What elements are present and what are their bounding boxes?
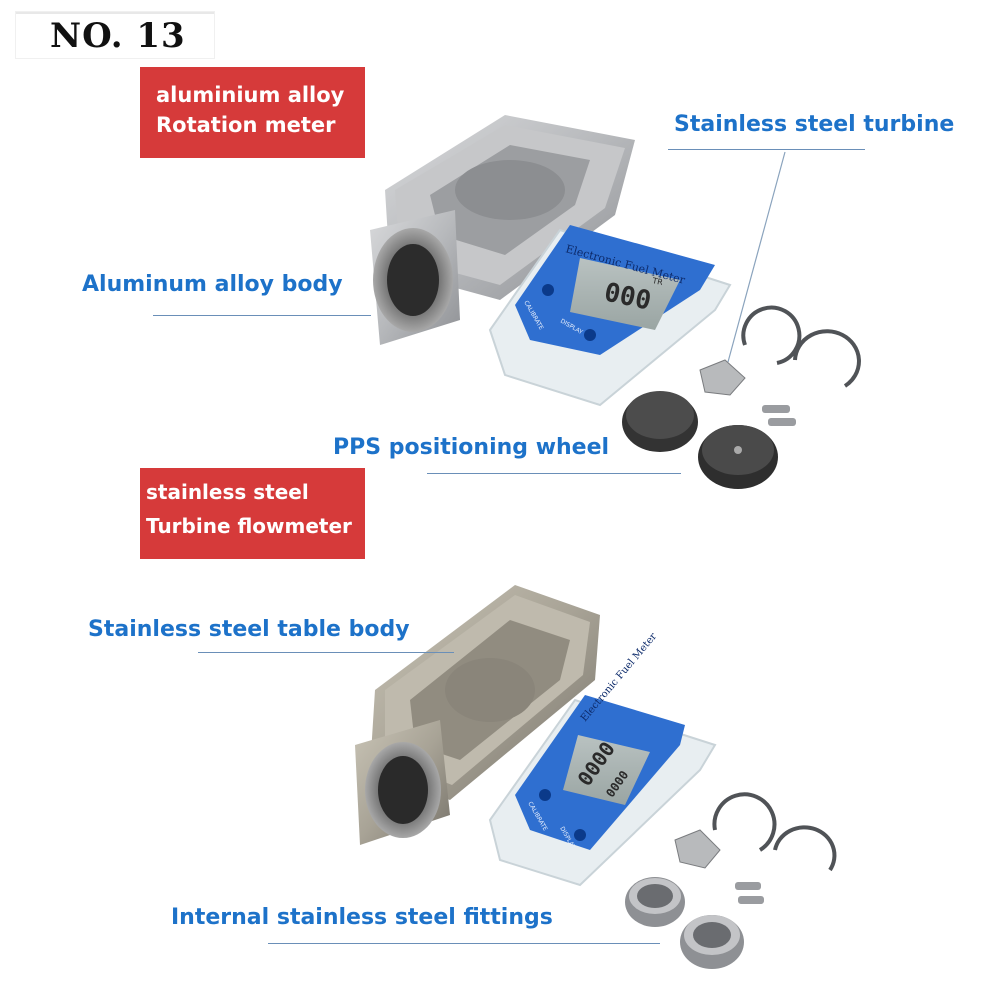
callout-stainless-turbine: Stainless steel turbine	[674, 112, 955, 137]
red-label-top-line1: aluminium alloy	[156, 83, 345, 107]
callout-stainless-turbine-underline	[668, 149, 865, 150]
top-meter-unit: TR	[651, 276, 664, 287]
callout-internal-fittings-underline	[268, 943, 660, 944]
red-label-middle-line2: Turbine flowmeter	[146, 514, 352, 538]
callout-steel-body: Stainless steel table body	[88, 617, 410, 642]
callout-pps-wheel: PPS positioning wheel	[333, 435, 610, 460]
callout-aluminum-body: Aluminum alloy body	[82, 272, 343, 297]
callout-internal-fittings: Internal stainless steel fittings	[171, 905, 553, 930]
callout-steel-body-underline	[198, 652, 454, 653]
aluminium-rotation-meter-label: aluminium alloy Rotation meter	[140, 67, 365, 158]
callout-aluminum-body-underline	[153, 315, 371, 316]
red-label-top-line2: Rotation meter	[156, 113, 336, 137]
product-number-text: NO. 13	[50, 16, 186, 56]
aluminum-body-illustration	[370, 115, 635, 345]
top-meter-illustration: 000 TR Electronic Fuel Meter CALIBRATE D…	[488, 225, 732, 407]
red-label-middle-line1: stainless steel	[146, 480, 309, 504]
bottom-parts-illustration	[625, 792, 837, 969]
stainless-turbine-flowmeter-label: stainless steel Turbine flowmeter	[140, 468, 365, 559]
callout-pps-wheel-underline	[427, 473, 681, 474]
steel-body-illustration	[355, 585, 600, 845]
callout-pointers	[727, 151, 786, 363]
top-parts-illustration	[622, 305, 861, 489]
product-number-badge: NO. 13	[16, 12, 214, 58]
